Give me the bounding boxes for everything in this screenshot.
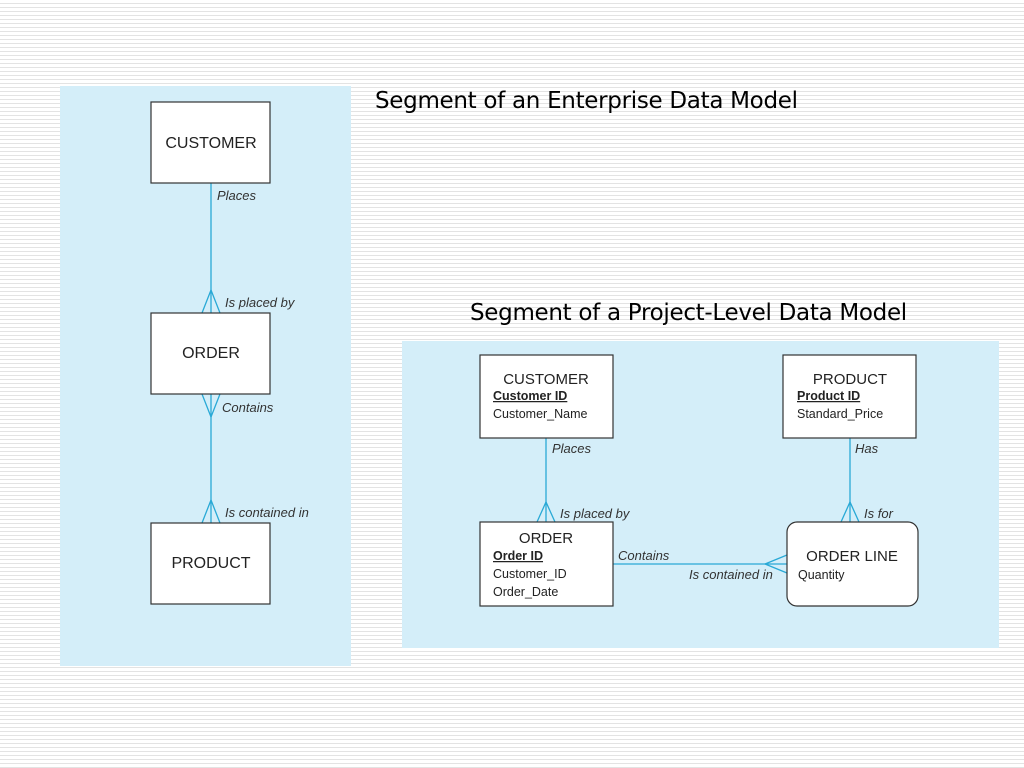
pl-entity-product: PRODUCT xyxy=(813,371,887,388)
pl-rel-has: Has xyxy=(855,441,879,456)
crowfoot-pl-order-top xyxy=(536,500,556,523)
pl-rel-is-contained-in: Is contained in xyxy=(689,567,773,582)
pl-orderline-attr: Quantity xyxy=(798,568,845,582)
pl-rel-places: Places xyxy=(552,441,592,456)
entity-order: ORDER xyxy=(182,345,240,362)
project-model-title: Segment of a Project-Level Data Model xyxy=(470,300,907,326)
pl-entity-order-box xyxy=(479,521,614,607)
pl-product-key: Product ID xyxy=(797,389,860,403)
pl-rel-is-for: Is for xyxy=(864,506,894,521)
entity-customer-box xyxy=(150,101,271,184)
pl-entity-orderline-box xyxy=(786,521,919,607)
pl-entity-customer-box xyxy=(479,354,614,439)
pl-order-attr-customer-id: Customer_ID xyxy=(493,567,567,581)
pl-customer-attr: Customer_Name xyxy=(493,407,588,421)
entity-product-box xyxy=(150,522,271,605)
crowfoot-product-top xyxy=(201,498,221,524)
entity-order-box xyxy=(150,312,271,395)
rel-contains: Contains xyxy=(222,400,274,415)
entity-product: PRODUCT xyxy=(171,555,250,572)
rel-places: Places xyxy=(217,188,257,203)
crowfoot-pl-orderline-top xyxy=(840,500,860,523)
pl-customer-key: Customer ID xyxy=(493,389,567,403)
crowfoot-order-top xyxy=(201,288,221,314)
pl-order-key: Order ID xyxy=(493,549,543,563)
pl-rel-contains: Contains xyxy=(618,548,670,563)
pl-entity-order: ORDER xyxy=(519,530,573,547)
crowfoot-pl-orderline-left xyxy=(763,554,788,574)
pl-entity-orderline: ORDER LINE xyxy=(806,548,898,565)
enterprise-model-title: Segment of an Enterprise Data Model xyxy=(375,88,798,114)
crowfoot-order-bottom xyxy=(201,393,221,419)
rel-is-contained-in: Is contained in xyxy=(225,505,309,520)
pl-product-attr: Standard_Price xyxy=(797,407,883,421)
rel-is-placed-by: Is placed by xyxy=(225,295,296,310)
pl-entity-product-box xyxy=(782,354,917,439)
pl-rel-is-placed-by: Is placed by xyxy=(560,506,631,521)
entity-customer: CUSTOMER xyxy=(165,135,256,152)
pl-entity-customer: CUSTOMER xyxy=(503,371,589,388)
pl-order-attr-order-date: Order_Date xyxy=(493,585,558,599)
